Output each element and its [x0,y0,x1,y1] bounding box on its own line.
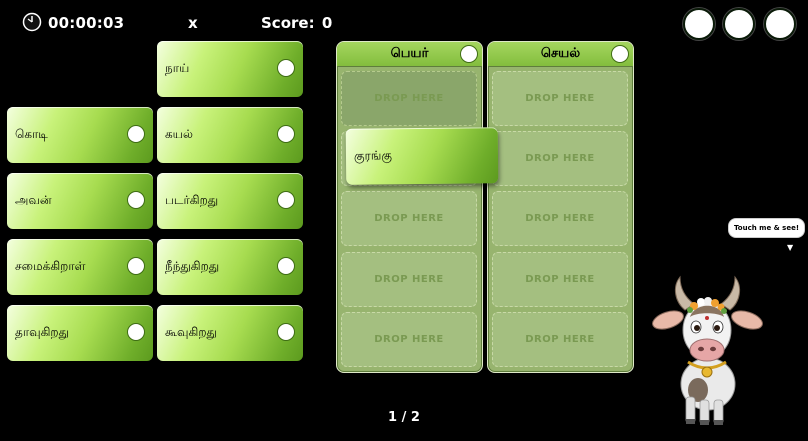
card-radio[interactable] [277,191,295,209]
word-card[interactable]: நீந்துகிறது [157,239,303,295]
drop-slot[interactable]: DROP HERE [492,312,628,367]
close-button[interactable]: x [188,14,198,32]
timer-display: 00:00:03 [48,14,125,32]
card-radio[interactable] [127,125,145,143]
drop-slot[interactable]: DROP HERE [492,252,628,307]
card-radio[interactable] [277,323,295,341]
card-radio[interactable] [277,125,295,143]
word-card-label: தாவுகிறது [15,325,69,339]
word-card[interactable]: சமைக்கிறாள் [7,239,153,295]
card-radio[interactable] [277,59,295,77]
column-radio[interactable] [611,45,629,63]
word-card-label: சமைக்கிறாள் [15,259,86,273]
word-card-label: நீந்துகிறது [165,259,220,273]
dragging-word-card[interactable]: குரங்கு [345,127,499,185]
stopwatch-icon [22,12,42,32]
column-title: செயல் [540,46,581,61]
word-card-label: கயல் [165,127,193,141]
word-card[interactable]: கூவுகிறது [157,305,303,361]
word-card[interactable]: தாவுகிறது [7,305,153,361]
score-value: 0 [321,14,333,32]
menu-button-2[interactable] [723,8,755,40]
word-card[interactable]: நாய் [157,41,303,97]
drop-slot[interactable]: DROP HERE [492,71,628,126]
mascot-speech-bubble[interactable]: Touch me & see! [729,219,804,237]
drop-slot[interactable]: DROP HERE [341,312,477,367]
drop-slot[interactable]: DROP HERE [492,131,628,186]
word-card[interactable]: அவன் [7,173,153,229]
page-indicator: 1 / 2 [388,410,420,425]
card-radio[interactable] [127,257,145,275]
down-arrow-icon: ▼ [787,243,794,252]
drop-slot[interactable]: DROP HERE [341,252,477,307]
word-card-label: கொடி [15,127,48,141]
category-column-verb: செயல் DROP HERE DROP HERE DROP HERE DROP… [487,41,634,373]
word-card-label: குரங்கு [353,148,392,163]
word-card[interactable]: கயல் [157,107,303,163]
score-label: Score: [261,14,315,32]
card-radio[interactable] [127,191,145,209]
menu-button-3[interactable] [764,8,796,40]
drop-slot[interactable]: DROP HERE [341,71,477,126]
word-card-label: படர்கிறது [165,193,219,207]
card-radio[interactable] [277,257,295,275]
drop-slot[interactable]: DROP HERE [492,191,628,246]
card-radio[interactable] [127,323,145,341]
column-radio[interactable] [460,45,478,63]
column-header: செயல் [488,42,633,67]
word-card[interactable]: கொடி [7,107,153,163]
word-card[interactable]: படர்கிறது [157,173,303,229]
category-column-noun: பெயர் DROP HERE DROP HERE DROP HERE DROP… [336,41,483,373]
word-card-label: நாய் [165,61,190,75]
column-title: பெயர் [390,46,429,61]
menu-button-1[interactable] [683,8,715,40]
cow-mascot[interactable] [650,272,765,427]
word-card-label: கூவுகிறது [165,325,217,339]
column-header: பெயர் [337,42,482,67]
word-card-label: அவன் [15,193,52,207]
drop-slot[interactable]: DROP HERE [341,191,477,246]
score-display: Score: 0 [259,14,332,32]
